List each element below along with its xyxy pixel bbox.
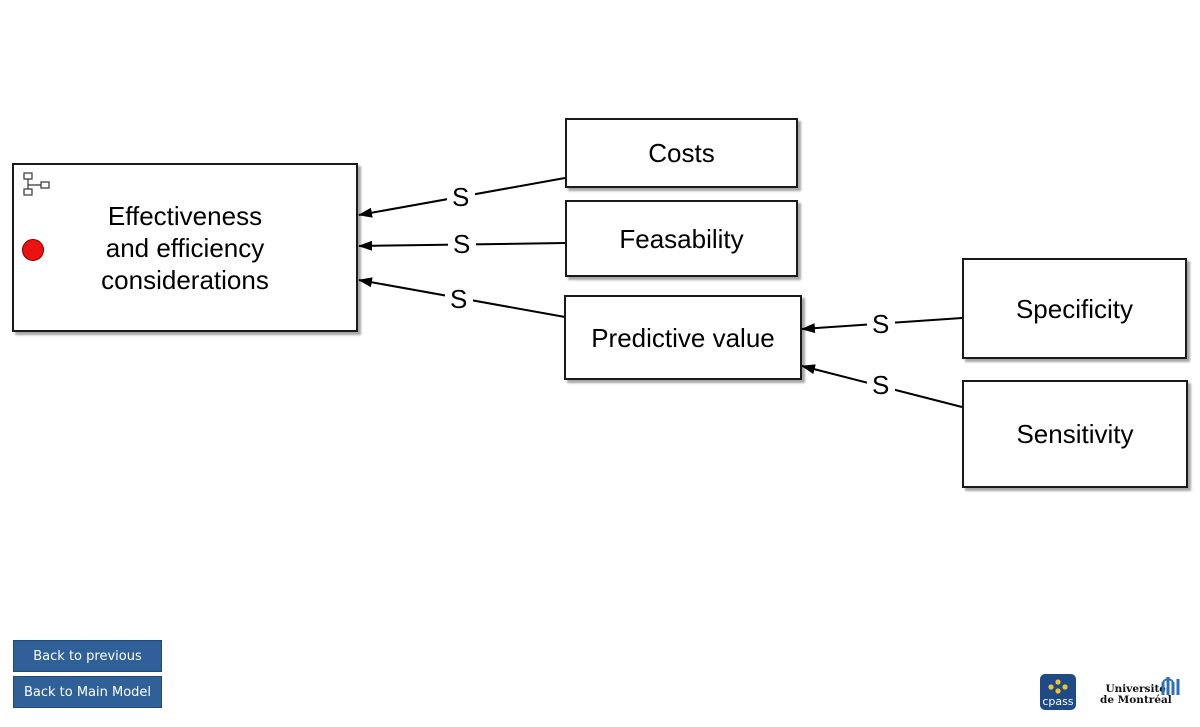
cpass-logo-text: cpass	[1042, 695, 1074, 708]
node-label-effectiveness: Effectiveness and efficiency considerati…	[101, 200, 269, 295]
hierarchy-icon[interactable]	[22, 172, 52, 198]
udem-logo: Université de Montréal	[1096, 672, 1188, 712]
node-sensitivity[interactable]: Sensitivity	[962, 380, 1188, 488]
node-feasability[interactable]: Feasability	[565, 200, 798, 277]
status-dot-icon	[22, 239, 44, 261]
back-to-previous-button[interactable]: Back to previous	[13, 640, 162, 672]
node-label-feasability: Feasability	[619, 223, 744, 254]
node-label-specificity: Specificity	[1015, 293, 1134, 324]
edge-label-feasability: S	[453, 229, 470, 259]
edge-label-sensitivity: S	[872, 370, 889, 400]
node-specificity[interactable]: Specificity	[962, 258, 1187, 359]
udem-logo-line1: Université	[1105, 683, 1166, 695]
node-label-sensitivity: Sensitivity	[1016, 419, 1134, 449]
node-label-predictive-value: Predictive value	[591, 322, 775, 353]
edge-label-costs: S	[452, 182, 469, 212]
node-costs[interactable]: Costs	[565, 118, 798, 188]
node-predictive-value[interactable]: Predictive value	[564, 295, 802, 380]
cpass-logo: cpass	[1040, 674, 1076, 710]
node-effectiveness[interactable]: Effectiveness and efficiency considerati…	[12, 163, 358, 332]
edge-label-specificity: S	[872, 309, 889, 339]
cpass-figure-icon	[1048, 679, 1068, 694]
back-to-main-model-button[interactable]: Back to Main Model	[13, 676, 162, 708]
udem-logo-line2: de Montréal	[1100, 694, 1172, 706]
edge-label-predictive: S	[450, 284, 467, 314]
udem-mark-icon	[1161, 677, 1180, 695]
node-label-costs: Costs	[648, 138, 715, 168]
